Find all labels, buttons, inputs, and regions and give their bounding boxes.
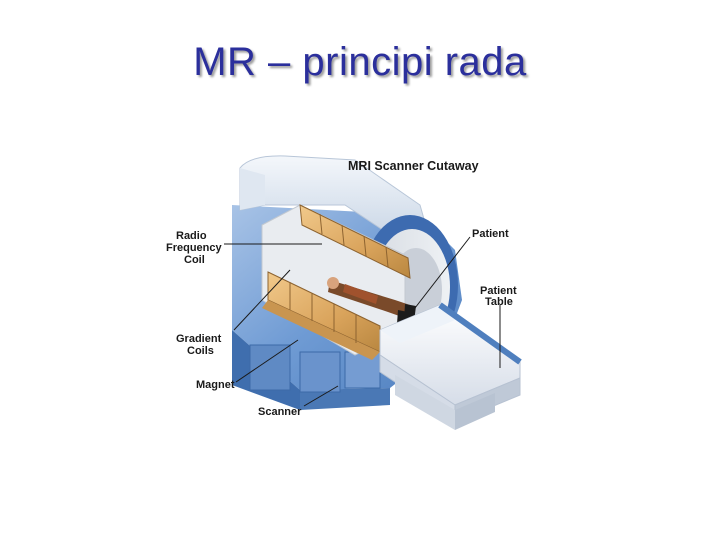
- diagram-title: MRI Scanner Cutaway: [348, 159, 479, 173]
- slide-title: MR – principi rada: [193, 40, 527, 84]
- patient-table-label: Patient Table: [480, 285, 520, 308]
- scanner-top-shell: [239, 155, 431, 241]
- rf-coil-label: Radio Frequency Coil: [166, 230, 225, 266]
- gradient-coils-label: Gradient Coils: [176, 333, 224, 357]
- leader-lines: [224, 236, 501, 407]
- patient-label: Patient: [472, 228, 509, 240]
- magnet-label: Magnet: [196, 379, 235, 391]
- scanner-label: Scanner: [258, 406, 302, 418]
- patient: [327, 277, 416, 326]
- patient-table: [379, 302, 522, 430]
- rf-coil: [299, 204, 411, 279]
